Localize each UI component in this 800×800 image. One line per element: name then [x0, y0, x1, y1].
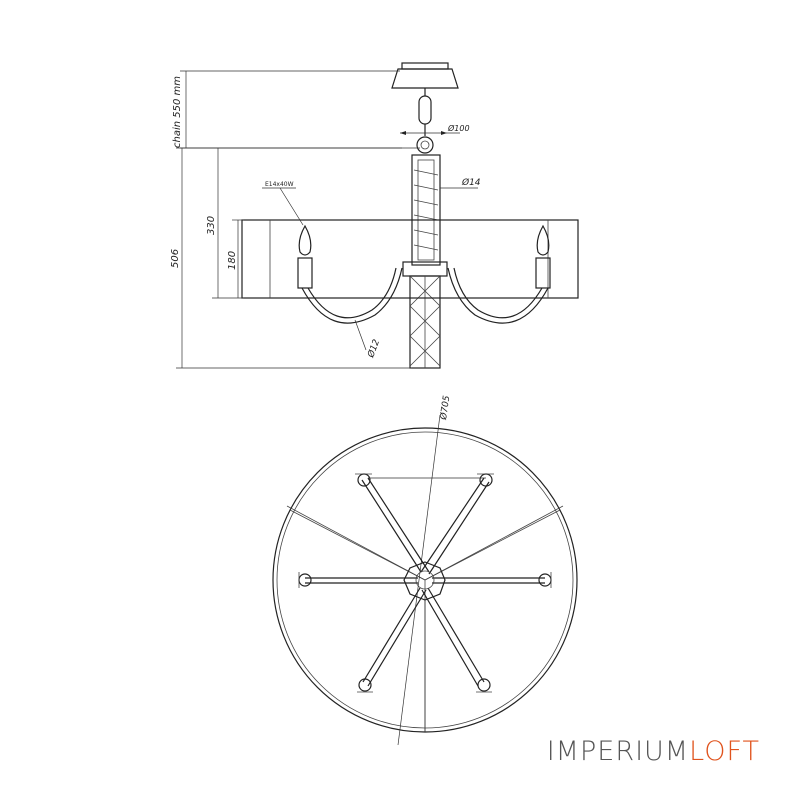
canopy-diameter-label: Ø100 [447, 123, 470, 133]
shade-diameter-label: Ø705 [438, 395, 452, 422]
ceiling-canopy [391, 62, 459, 89]
stem-diameter-label: Ø14 [461, 177, 481, 188]
lamp-spec-label: E14x40W [265, 181, 294, 188]
arms [301, 267, 549, 324]
chain-length-label: chain 550 mm [172, 76, 183, 148]
total-height-label: 506 [170, 249, 181, 268]
right-candle [535, 224, 551, 289]
top-view-sockets [298, 473, 552, 693]
lamp-shade [241, 219, 579, 299]
arm-diameter-label: Ø12 [365, 338, 382, 360]
height-180-label: 180 [227, 251, 238, 270]
brand-logo-part1: IMPERIUM [546, 736, 690, 767]
central-stem [402, 154, 448, 369]
top-view: Ø705 [272, 395, 578, 746]
left-candle [297, 224, 313, 289]
chain [416, 88, 434, 154]
top-view-arms [305, 477, 545, 687]
brand-logo: IMPERIUMLOFT [547, 736, 760, 767]
height-330-label: 330 [206, 216, 217, 235]
side-view: chain 550 mm Ø100 Ø14 [170, 62, 579, 369]
brand-logo-part2: LOFT [689, 736, 760, 767]
